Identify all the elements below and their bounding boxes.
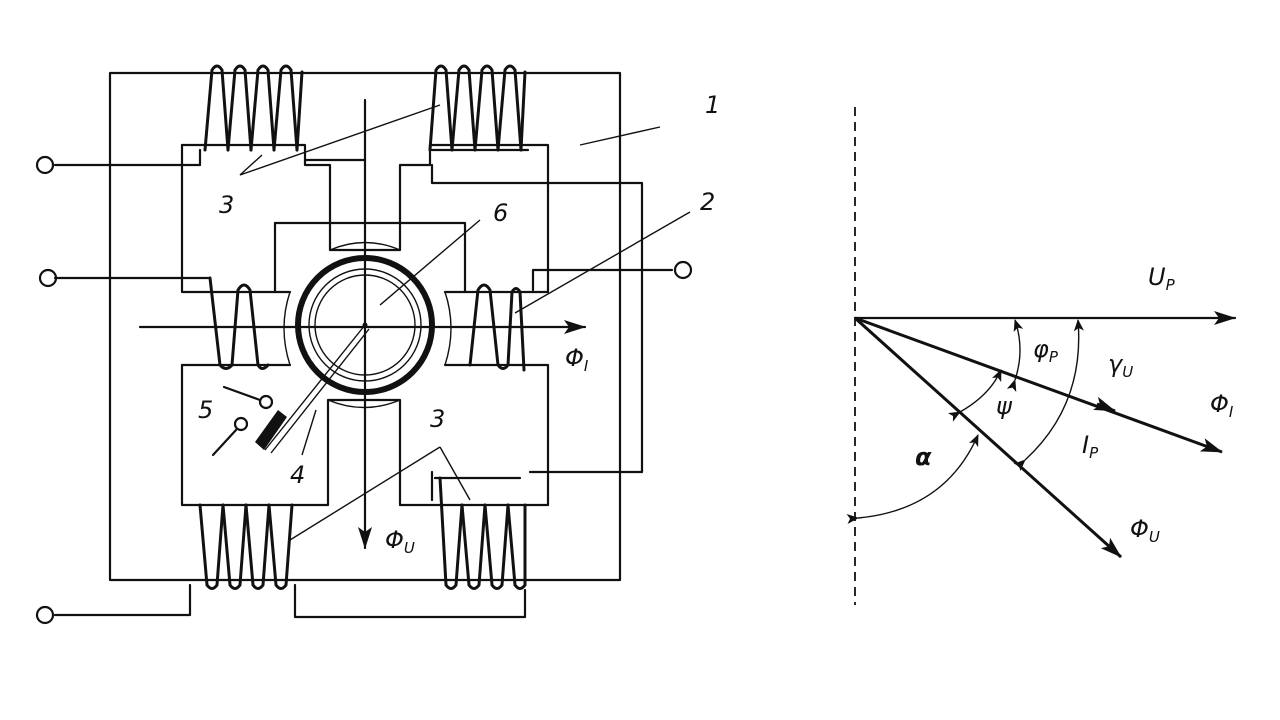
phi-p-label: φP: [1033, 335, 1059, 366]
psi-label: ψ: [996, 392, 1013, 420]
gamma-u-label: γU: [1108, 350, 1133, 381]
terminal-4: [673, 260, 693, 280]
flux-u-label: ΦU: [385, 526, 415, 557]
alpha-label: α: [915, 443, 932, 471]
current-coil-top-left: [203, 64, 304, 152]
label-3-bottom: 3: [430, 405, 445, 433]
pointer-tip: [255, 410, 287, 450]
angle-phi-p-arc: [1006, 319, 1024, 393]
phi-u-label: ΦU: [1130, 515, 1160, 546]
angle-psi-arc: [947, 369, 1002, 422]
angle-gamma-u-arc: [1013, 319, 1084, 472]
vector-diagram: UP ΦI ΦU IP γU φP ψ α: [846, 107, 1237, 605]
terminal-2: [38, 268, 58, 288]
terminal-3: [35, 605, 55, 625]
label-4: 4: [290, 461, 305, 489]
phi-i-label: ΦI: [1210, 390, 1234, 421]
label-1: 1: [705, 91, 720, 119]
label-2: 2: [700, 188, 715, 216]
winding-wires: [53, 148, 674, 619]
voltage-coil-right: [468, 283, 526, 372]
vector-i-p-mark: [1092, 396, 1116, 413]
magnetic-core-outer-frame: [108, 71, 622, 582]
u-p-label: UP: [1148, 263, 1176, 294]
label-5: 5: [198, 396, 213, 424]
core-poles: [180, 143, 550, 507]
angle-alpha-arc: [846, 434, 979, 524]
current-coil-bottom-left: [198, 503, 294, 590]
i-p-label: IP: [1082, 431, 1099, 462]
contact-switch: [211, 385, 274, 457]
label-3-top: 3: [219, 191, 234, 219]
label-6: 6: [493, 199, 508, 227]
meter-construction: 1 2 3 3 4 5 6 ΦI ΦU: [35, 64, 720, 625]
flux-i-label: ΦI: [565, 344, 589, 375]
voltage-coil-left: [208, 276, 270, 370]
terminal-1: [35, 155, 55, 175]
leader-lines: [239, 104, 691, 541]
current-coil-bottom-right: [433, 476, 527, 590]
current-coil-top-right: [428, 64, 530, 152]
vector-phi-u: [853, 316, 1123, 559]
pointer: [255, 324, 370, 454]
